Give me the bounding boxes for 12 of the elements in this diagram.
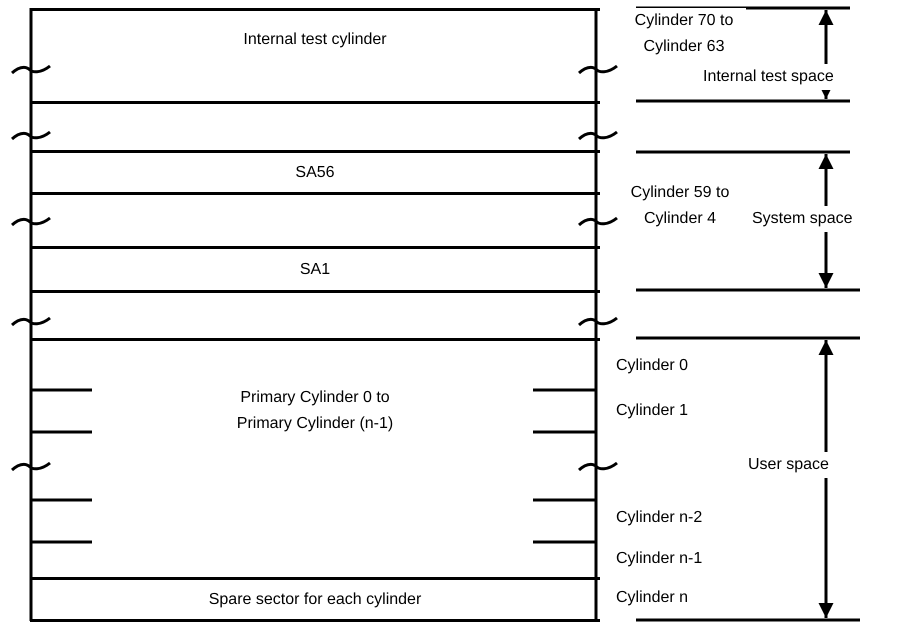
space-label: Internal test space: [703, 64, 834, 90]
band-label: Primary Cylinder 0 to Primary Cylinder (n-1): [236, 388, 394, 434]
cylinder-band: [30, 246, 600, 293]
band-label: Spare sector for each cylinder: [208, 590, 422, 610]
cylinder-band: [30, 150, 600, 195]
cylinder-band: [30, 8, 600, 104]
space-label: User space: [748, 452, 829, 478]
band-label: SA56: [295, 162, 335, 182]
space-label: System space: [752, 206, 852, 232]
band-label: SA1: [300, 260, 330, 280]
band-label: Internal test cylinder: [243, 30, 387, 50]
cylinder-band: [30, 577, 600, 622]
